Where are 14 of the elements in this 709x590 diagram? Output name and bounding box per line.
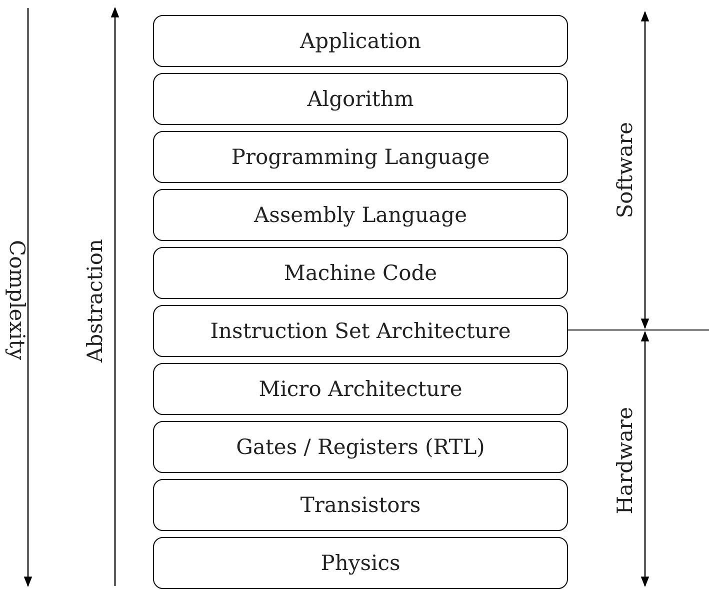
layer-box: Programming Language <box>153 131 568 183</box>
layer-box: Physics <box>153 537 568 589</box>
layer-box: Application <box>153 15 568 67</box>
axis-label: Complexity <box>5 240 29 360</box>
layer-box: Gates / Registers (RTL) <box>153 421 568 473</box>
layer-box: Micro Architecture <box>153 363 568 415</box>
axis-label: Hardware <box>613 406 637 514</box>
axis-label: Abstraction <box>83 238 107 362</box>
layer-box: Assembly Language <box>153 189 568 241</box>
layer-box: Transistors <box>153 479 568 531</box>
layer-box: Instruction Set Architecture <box>153 305 568 357</box>
layer-box: Algorithm <box>153 73 568 125</box>
axis-label: Software <box>613 122 637 218</box>
layer-box: Machine Code <box>153 247 568 299</box>
